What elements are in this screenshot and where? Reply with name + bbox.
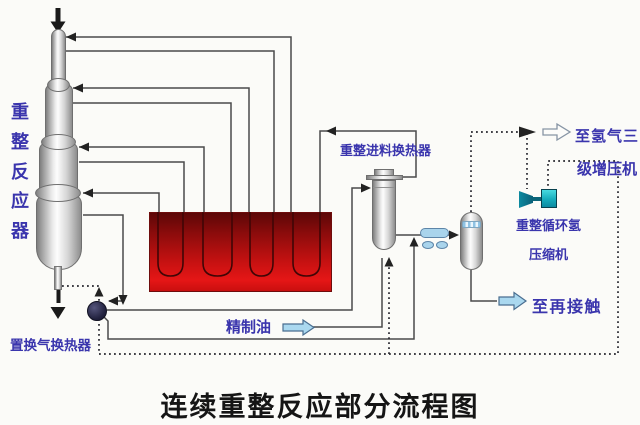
feed-exchanger-label: 重整进料换热器 — [340, 143, 432, 158]
arrowheads — [66, 32, 536, 306]
pipe-stage1-outlet — [66, 50, 275, 212]
pipe-stage4-inlet — [83, 192, 160, 212]
pipe-effluent-to-exchanger — [107, 187, 368, 311]
refined-oil-label: 精制油 — [226, 319, 272, 336]
pipe-refined-oil — [313, 258, 383, 328]
reactor-bottom-stem — [54, 266, 62, 290]
compressor-shaft — [532, 197, 542, 201]
dotted-separator-top — [470, 131, 519, 212]
compressor-box — [541, 189, 557, 208]
pipe-stage1-inlet — [66, 36, 292, 212]
reactor-joint-3 — [35, 184, 81, 202]
pipe-separator-bottom — [470, 270, 497, 302]
arrow-up-dotted-corner — [94, 287, 104, 297]
reforming-furnace — [149, 212, 332, 292]
diagram-title: 连续重整反应部分流程图 — [160, 392, 480, 423]
reactor-label: 重 整 反 应 器 — [11, 102, 29, 242]
blue-arrow-refined-oil — [282, 318, 316, 337]
reactor-feed-arrow-head — [50, 21, 66, 33]
recycle-compressor-label-line1: 重整循环氢 — [516, 218, 582, 233]
feed-exchanger-flange — [366, 175, 403, 180]
arrow-stage2-in — [73, 83, 83, 93]
to-hydrogen-label-line2: 级增压机 — [577, 161, 638, 178]
reactor-feed-arrow-shaft — [55, 8, 61, 23]
replace-gas-exchanger-circle — [87, 301, 107, 321]
compressor-cone — [519, 191, 533, 208]
pipe-stage3-outlet — [79, 161, 185, 212]
u-tube-1 — [157, 212, 184, 277]
cooler-fan-2 — [436, 241, 448, 249]
pipe-circle-to-cooler-line — [103, 241, 415, 340]
reactor-stage-2 — [45, 84, 73, 140]
dotted-pipes — [62, 131, 619, 355]
feed-exchanger-seam — [373, 187, 395, 188]
arrow-stage4-in — [83, 188, 93, 198]
arrow-feed-to-furnace — [326, 126, 336, 136]
pipe-stage2-inlet — [73, 87, 250, 212]
air-cooler — [420, 228, 449, 238]
block-arrows — [282, 122, 572, 337]
pipe-exchanger-to-furnace — [319, 130, 417, 212]
to-recontact-label: 至再接触 — [532, 299, 603, 316]
arrow-into-exchanger — [361, 183, 371, 193]
reactor-stage-4 — [36, 194, 82, 270]
u-tube-3 — [249, 212, 274, 277]
arrow-stage1-in — [66, 32, 76, 42]
arrow-into-circle — [108, 296, 118, 306]
arrow-up-exchanger-bottom — [384, 257, 394, 267]
reactor-label-char: 器 — [11, 221, 29, 242]
u-tube-4 — [292, 212, 321, 277]
pipe-stage4-outlet — [83, 214, 124, 300]
replace-gas-exchanger-label: 置换气换热器 — [10, 338, 91, 353]
feed-exchanger-body — [372, 180, 396, 250]
cooler-fan-1 — [422, 241, 434, 249]
reactor-label-char: 整 — [11, 131, 29, 152]
pipe-stage2-outlet — [73, 102, 232, 212]
arrow-up-riser — [409, 237, 419, 247]
solid-pipes — [66, 36, 497, 340]
catalyst-out-arrow-head — [50, 307, 66, 319]
blue-arrow-to-recontact — [498, 291, 528, 311]
reactor-stage-1 — [51, 29, 66, 83]
hollow-arrow-to-hydrogen — [542, 122, 572, 142]
arrow-into-separator — [449, 230, 459, 240]
arrow-hydrogen-offgas — [519, 126, 536, 138]
recycle-compressor-label-line2: 压缩机 — [529, 247, 569, 262]
to-hydrogen-label-line1: 至氢气三 — [575, 128, 640, 145]
u-tube-2 — [202, 212, 233, 277]
reactor-label-char: 应 — [11, 191, 29, 212]
arrow-down-effluent — [118, 295, 128, 305]
feed-arrows — [50, 8, 66, 319]
reactor-joint-1 — [47, 78, 70, 92]
pipe-stage3-inlet — [79, 146, 205, 212]
reactor-label-char: 反 — [11, 161, 29, 182]
furnace-u-tubes — [157, 212, 321, 277]
reactor-joint-2 — [41, 134, 76, 150]
reactor-label-char: 重 — [11, 102, 29, 122]
catalyst-out-arrow-shaft — [56, 286, 61, 303]
separator-demister-band — [462, 221, 481, 228]
arrow-stage3-in — [79, 142, 89, 152]
